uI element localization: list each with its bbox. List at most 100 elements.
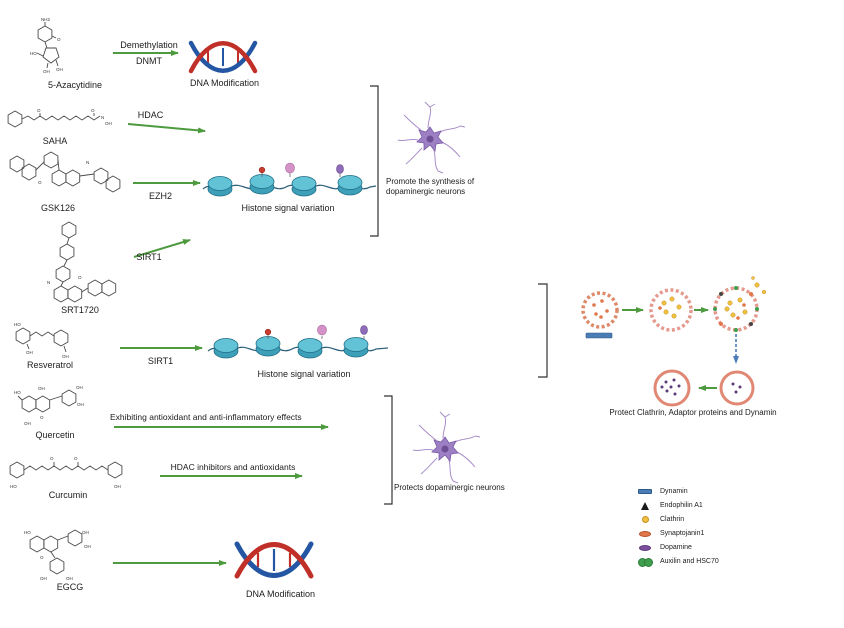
auxilin-double-circle-icon xyxy=(638,557,653,567)
label-sirt1-srt1720: SIRT1 xyxy=(136,252,162,262)
svg-text:OH: OH xyxy=(105,121,112,126)
vesicle-coated xyxy=(713,286,759,332)
structure-saha: O O N OH xyxy=(7,108,112,128)
label-curcumin-effect: HDAC inhibitors and antioxidants xyxy=(170,462,296,472)
dna-helix-bottom-icon xyxy=(234,541,314,579)
nucleosome-icon xyxy=(213,338,239,359)
svg-text:OH: OH xyxy=(77,402,84,407)
caption-histone-variation-2: Histone signal variation xyxy=(257,369,351,379)
svg-text:O: O xyxy=(91,108,95,113)
svg-text:O: O xyxy=(40,555,44,560)
histone-mark-pink xyxy=(317,324,327,336)
svg-text:HO: HO xyxy=(14,390,21,395)
svg-text:HO: HO xyxy=(24,530,31,535)
nucleosome-icon xyxy=(343,337,369,358)
label-dnmt: DNMT xyxy=(136,56,162,66)
legend-label-synaptojanin: Synaptojanin1 xyxy=(660,530,705,537)
dopamine-oval-icon xyxy=(639,544,651,551)
legend: Dynamin Endophilin A1 Clathrin Synaptoja… xyxy=(636,487,719,567)
legend-label-dopamine: Dopamine xyxy=(660,544,692,551)
svg-text:OH: OH xyxy=(43,69,50,74)
nucleosome-icon xyxy=(249,174,275,195)
svg-text:HO: HO xyxy=(10,484,17,489)
svg-text:OH: OH xyxy=(62,354,69,359)
vesicle-budding xyxy=(581,291,619,339)
synaptojanin-swatch-holder xyxy=(636,530,654,537)
vesicle-endocytosis-diagram xyxy=(581,276,767,407)
bracket-promote xyxy=(370,85,379,237)
clathrin-circle-icon xyxy=(641,516,649,523)
legend-item-dopamine: Dopamine xyxy=(636,543,719,552)
histone-mark-purple xyxy=(360,325,368,335)
dynamin-swatch-holder xyxy=(636,489,654,494)
svg-text:OH: OH xyxy=(56,67,63,72)
neuron-promote-icon xyxy=(397,101,466,174)
histone-strip-2 xyxy=(207,324,389,359)
dynamin-bar-icon xyxy=(585,332,613,339)
legend-item-auxilin: Auxilin and HSC70 xyxy=(636,557,719,567)
endophilin-swatch-holder xyxy=(636,501,654,510)
legend-label-clathrin: Clathrin xyxy=(660,516,685,523)
svg-text:OH: OH xyxy=(76,385,83,390)
structure-srt1720: N O xyxy=(47,221,117,303)
caption-histone-variation-1: Histone signal variation xyxy=(241,203,335,213)
svg-text:OH: OH xyxy=(66,576,73,581)
synaptojanin-oval-icon xyxy=(639,530,651,537)
dopamine-swatch-holder xyxy=(636,544,654,551)
caption-protect-clathrin: Protect Clathrin, Adaptor proteins and D… xyxy=(609,408,777,417)
svg-text:O: O xyxy=(37,108,41,113)
vesicle-dopamine xyxy=(653,369,691,407)
legend-item-clathrin: Clathrin xyxy=(636,515,719,524)
svg-text:N: N xyxy=(47,280,50,285)
structure-resveratrol: HO OH OH xyxy=(14,322,69,359)
nucleosome-icon xyxy=(255,336,281,357)
nucleosome-icon xyxy=(337,175,363,196)
structure-gsk126: O N xyxy=(9,151,121,193)
label-sirt1-resveratrol: SIRT1 xyxy=(147,356,174,366)
clathrin-swatch-holder xyxy=(636,516,654,523)
svg-text:N: N xyxy=(86,160,89,165)
histone-strip-1 xyxy=(202,162,377,197)
svg-text:OH: OH xyxy=(40,576,47,581)
svg-text:OH: OH xyxy=(84,544,91,549)
svg-text:O: O xyxy=(38,180,42,185)
nucleosome-icon xyxy=(207,176,233,197)
neuron-protect-icon xyxy=(412,411,481,484)
bracket-vesicle xyxy=(538,283,548,378)
label-demethylation: Demethylation xyxy=(120,40,178,50)
structure-egcg: HO OH OH O OH OH xyxy=(24,529,91,581)
label-hdac: HDAC xyxy=(137,110,164,120)
compound-label-saha: SAHA xyxy=(42,136,68,146)
histone-mark-red xyxy=(264,328,272,336)
compound-label-egcg: EGCG xyxy=(56,582,84,592)
structure-curcumin: O O HO OH xyxy=(9,456,123,489)
caption-dna-modification-bottom: DNA Modification xyxy=(245,589,316,599)
legend-label-auxilin: Auxilin and HSC70 xyxy=(660,558,719,565)
svg-text:OH: OH xyxy=(24,421,31,426)
legend-item-synaptojanin: Synaptojanin1 xyxy=(636,529,719,538)
histone-mark-purple xyxy=(336,164,344,174)
arrow-hdac xyxy=(127,123,206,134)
dna-helix-top-icon xyxy=(188,40,258,74)
label-quercetin-effect: Exhibiting antioxidant and anti-inflamma… xyxy=(110,412,302,422)
vesicle-uncoated xyxy=(719,370,755,406)
endophilin-triangle-icon xyxy=(641,501,649,510)
svg-text:HO: HO xyxy=(14,322,21,327)
compound-label-resveratrol: Resveratrol xyxy=(26,360,73,370)
legend-item-dynamin: Dynamin xyxy=(636,487,719,496)
label-ezh2: EZH2 xyxy=(148,191,172,201)
compound-label-curcumin: Curcumin xyxy=(48,490,88,500)
legend-label-dynamin: Dynamin xyxy=(660,488,688,495)
svg-text:N: N xyxy=(101,115,104,120)
svg-text:O: O xyxy=(50,456,54,461)
compound-label-quercetin: Quercetin xyxy=(35,430,75,440)
histone-mark-red xyxy=(258,166,266,174)
svg-text:OH: OH xyxy=(114,484,121,489)
legend-item-endophilin: Endophilin A1 xyxy=(636,501,719,510)
arrow-sirt1-srt1720 xyxy=(133,239,191,258)
svg-text:O: O xyxy=(74,456,78,461)
svg-text:O: O xyxy=(40,415,44,420)
compound-label-gsk126: GSK126 xyxy=(40,203,76,213)
